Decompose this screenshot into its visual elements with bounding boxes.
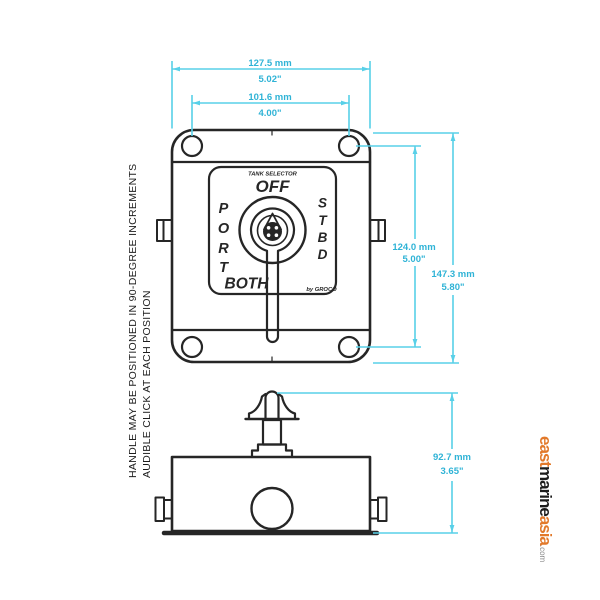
- mounting-hole-top-left: [180, 134, 204, 158]
- svg-text:O: O: [218, 221, 230, 237]
- dim-width-holes-mm: 101.6 mm: [248, 92, 291, 103]
- annotation-line2: AUDIBLE CLICK AT EACH POSITION: [141, 290, 153, 478]
- dim-height-holes-in: 5.00": [403, 254, 426, 265]
- side-left-tab: [154, 496, 173, 522]
- logo-east: east: [536, 436, 555, 467]
- annotation-line1: HANDLE MAY BE POSITIONED IN 90-DEGREE IN…: [127, 164, 139, 479]
- dim-width-outer-in: 5.02": [259, 74, 282, 85]
- dim-height-outer-in: 5.80": [442, 282, 465, 293]
- side-view: [154, 390, 388, 536]
- front-view: TANK SELECTOR OFF P O R T S T B D BOTH b…: [156, 128, 386, 364]
- dim-height-outer-mm: 147.3 mm: [431, 269, 474, 280]
- dimension-depth: 92.7 mm 3.65": [277, 392, 471, 534]
- faceplate-title: TANK SELECTOR: [248, 172, 298, 178]
- knob-screw: [263, 222, 282, 241]
- svg-text:P: P: [219, 201, 229, 217]
- logo-marine: marine: [536, 466, 555, 516]
- position-stbd-label: S T B D: [318, 196, 329, 263]
- knob-inner-ring: [256, 214, 289, 247]
- position-off-label: OFF: [256, 177, 291, 196]
- logo-dotcom: .com: [538, 544, 547, 563]
- brand-label: by GROCO: [306, 287, 337, 293]
- dim-depth-mm: 92.7 mm: [433, 452, 471, 463]
- dimension-width-outer: 127.5 mm 5.02": [171, 58, 371, 129]
- handle-bell-right: [277, 392, 297, 421]
- side-right-tab: [369, 496, 388, 522]
- front-right-tab: [369, 219, 386, 242]
- front-plate-outline: [170, 128, 372, 364]
- svg-text:B: B: [318, 230, 328, 245]
- dim-height-holes-mm: 124.0 mm: [392, 242, 435, 253]
- mounting-pedestal: [250, 443, 294, 459]
- front-left-tab: [156, 219, 173, 242]
- dimension-height-outer: 147.3 mm 5.80": [373, 132, 475, 364]
- svg-text:S: S: [318, 196, 327, 211]
- svg-text:T: T: [318, 213, 328, 228]
- faceplate: [207, 165, 338, 296]
- position-port-label: P O R T: [218, 201, 230, 276]
- logo-asia: asia: [536, 515, 555, 545]
- dim-depth-in: 3.65": [441, 466, 464, 477]
- position-both-label: BOTH: [225, 276, 270, 293]
- dim-width-holes-in: 4.00": [259, 108, 282, 119]
- dimension-width-holes: 101.6 mm 4.00": [191, 92, 350, 136]
- mounting-hole-bottom-left: [180, 335, 204, 359]
- handle-bell-left: [247, 392, 267, 421]
- svg-text:R: R: [218, 241, 229, 257]
- side-handle-assembly: [244, 390, 300, 459]
- valve-body: [170, 455, 372, 533]
- side-port-circle: [250, 486, 294, 531]
- eastmarineasia-logo: eastmarineasia.com: [531, 436, 556, 576]
- handle-annotations: HANDLE MAY BE POSITIONED IN 90-DEGREE IN…: [127, 164, 153, 479]
- svg-text:T: T: [219, 260, 229, 276]
- svg-text:D: D: [318, 247, 328, 262]
- dimension-height-holes: 124.0 mm 5.00": [356, 145, 436, 348]
- dim-width-outer-mm: 127.5 mm: [248, 58, 291, 69]
- selector-handle: [249, 207, 296, 344]
- handle-grip-cylinder: [264, 390, 280, 421]
- handle-stem: [261, 418, 283, 446]
- knob-bezel: [238, 195, 307, 265]
